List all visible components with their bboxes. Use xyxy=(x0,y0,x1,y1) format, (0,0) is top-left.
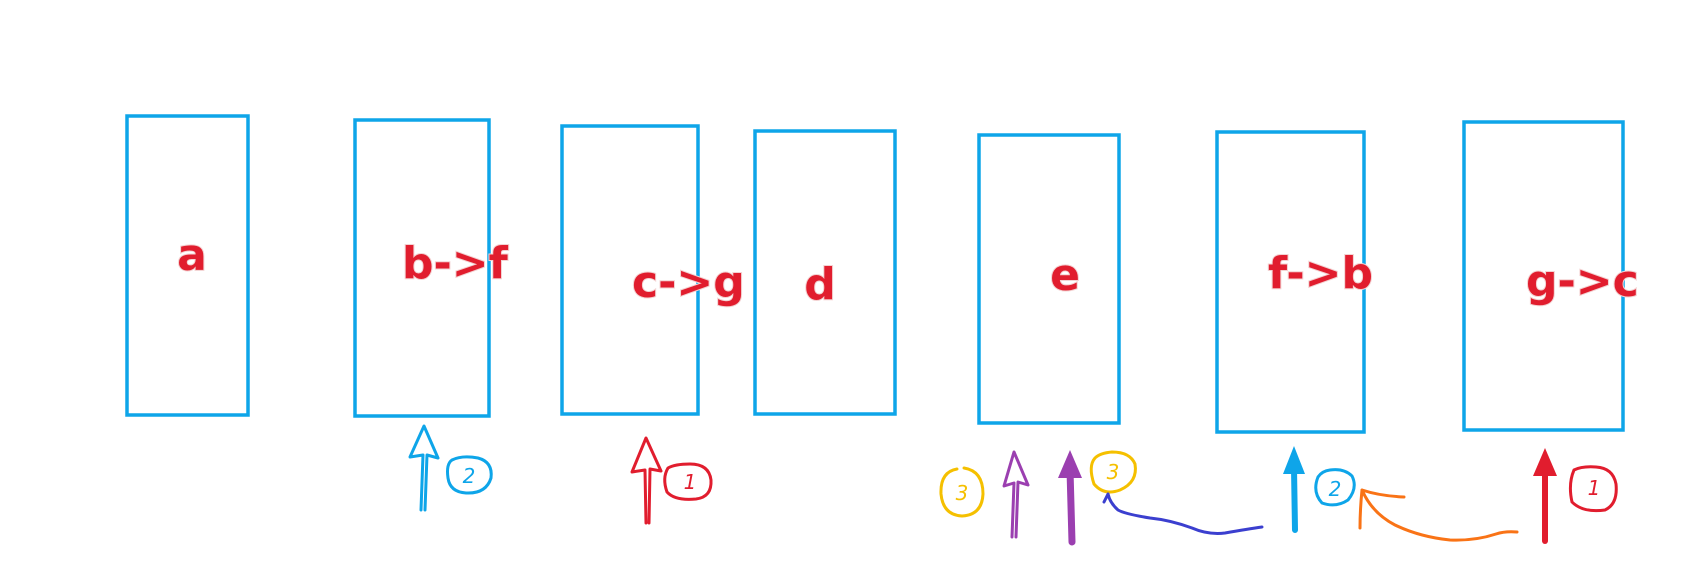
box-b: b->f xyxy=(353,118,510,418)
step-badge-b: 2 xyxy=(446,455,493,495)
step-number-e-left: 3 xyxy=(956,481,969,505)
outline-arrow-icon xyxy=(408,424,440,512)
box-d: d xyxy=(753,129,897,416)
outline-arrow-icon xyxy=(1002,450,1030,539)
box-label-f: f->b xyxy=(1268,248,1373,299)
step-number-c: 1 xyxy=(684,470,697,494)
box-label-c: c->g xyxy=(632,257,745,308)
curved-arrow-icon xyxy=(1358,488,1519,542)
step-badge-e-left: 3 xyxy=(939,466,985,518)
box-label-b: b->f xyxy=(402,238,509,289)
box-label-e: e xyxy=(1050,250,1080,301)
box-e: e xyxy=(977,133,1121,425)
box-label-g: g->c xyxy=(1526,256,1639,307)
step-number-e-right: 3 xyxy=(1107,460,1120,484)
box-f: f->b xyxy=(1215,130,1374,434)
step-number-b: 2 xyxy=(463,464,476,488)
solid-arrow-icon xyxy=(1283,446,1305,533)
step-badge-c: 1 xyxy=(663,462,713,501)
box-a: a xyxy=(125,114,250,417)
box-c: c->g xyxy=(560,124,746,416)
solid-arrow-icon xyxy=(1058,450,1082,546)
curved-connector-line xyxy=(1102,492,1264,535)
step-badge-e-right: 3 xyxy=(1089,450,1137,494)
outline-arrow-icon xyxy=(630,436,663,525)
step-number-f: 2 xyxy=(1329,477,1342,501)
box-label-d: d xyxy=(804,259,836,310)
step-badge-f: 2 xyxy=(1314,468,1356,507)
box-label-a: a xyxy=(177,230,207,281)
step-number-g: 1 xyxy=(1588,476,1601,500)
solid-arrow-icon xyxy=(1533,448,1557,544)
box-g: g->c xyxy=(1462,120,1640,432)
step-badge-g: 1 xyxy=(1568,465,1618,513)
